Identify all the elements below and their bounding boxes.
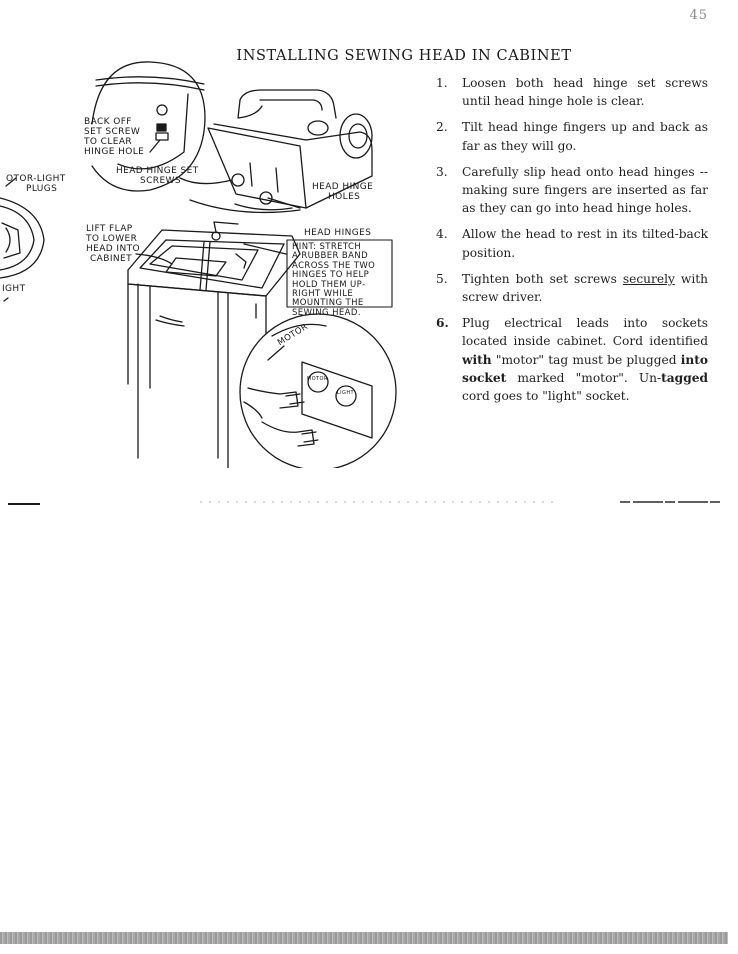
hinge-detail-circle [91, 61, 206, 192]
step-5: 5. Tighten both set screws securely with… [436, 270, 708, 306]
page-title: INSTALLING SEWING HEAD IN CABINET [236, 47, 572, 64]
leader-lines [135, 177, 301, 265]
label-motor-light-plugs: OTOR-LIGHT PLUGS [6, 174, 66, 194]
instruction-steps: 1. Loosen both head hinge set screws unt… [436, 74, 708, 413]
light-edge-tick [3, 297, 9, 302]
step-2: 2. Tilt head hinge fingers up and back a… [436, 118, 708, 154]
step-number: 1. [436, 76, 448, 90]
step-text: Loosen both head hinge set screws until … [462, 76, 708, 109]
label-head-hinge-holes: HEAD HINGE HOLES [312, 182, 374, 202]
step-number: 6. [436, 316, 449, 331]
step-number: 3. [436, 164, 448, 179]
label-back-off-set-screw: BACK OFF SET SCREW TO CLEAR HINGE HOLE [84, 117, 145, 157]
hint-text: HINT: STRETCH A RUBBER BAND ACROSS THE T… [292, 242, 376, 318]
label-lift-flap: LIFT FLAP TO LOWER HEAD INTO CABINET [86, 224, 140, 264]
label-socket-light: LIGHT [337, 390, 354, 396]
installation-diagram: OTOR-LIGHT PLUGS IGHT BACK OFF SET SCREW… [0, 58, 430, 471]
step-text: Allow the head to rest in its tilted-bac… [462, 227, 708, 260]
diagram-illustration [0, 61, 397, 471]
plug-detail-circle-edge [0, 177, 45, 279]
step-number: 5. [436, 271, 448, 286]
sewing-cabinet [127, 221, 301, 469]
step-1: 1. Loosen both head hinge set screws unt… [436, 74, 708, 110]
emphasis-securely: securely [622, 271, 675, 286]
step-4: 4. Allow the head to rest in its tilted-… [436, 225, 708, 261]
step-number: 4. [436, 227, 448, 242]
step-text: Carefully slip head onto head hinges -- … [462, 164, 708, 216]
step-6: 6. Plug electrical leads into sockets lo… [436, 314, 708, 405]
scan-bottom-border [0, 932, 728, 944]
label-head-hinge-set-screws: HEAD HINGE SET SCREWS [116, 166, 199, 186]
scan-artifact-line [8, 501, 720, 505]
label-head-hinges: HEAD HINGES [304, 228, 372, 238]
step-text: Tighten both set screws securely with sc… [462, 271, 708, 305]
step-text: Tilt head hinge fingers up and back as f… [462, 120, 708, 153]
label-socket-motor: MOTOR [307, 376, 328, 382]
socket-detail-circle [239, 313, 397, 471]
step-3: 3. Carefully slip head onto head hinges … [436, 163, 708, 218]
page-number: 45 [689, 8, 708, 23]
sewing-head [189, 89, 373, 214]
step-text: Plug electrical leads into sockets locat… [462, 316, 708, 404]
label-light-edge: IGHT [2, 284, 26, 294]
hint-box [286, 239, 393, 308]
step-number: 2. [436, 120, 448, 135]
